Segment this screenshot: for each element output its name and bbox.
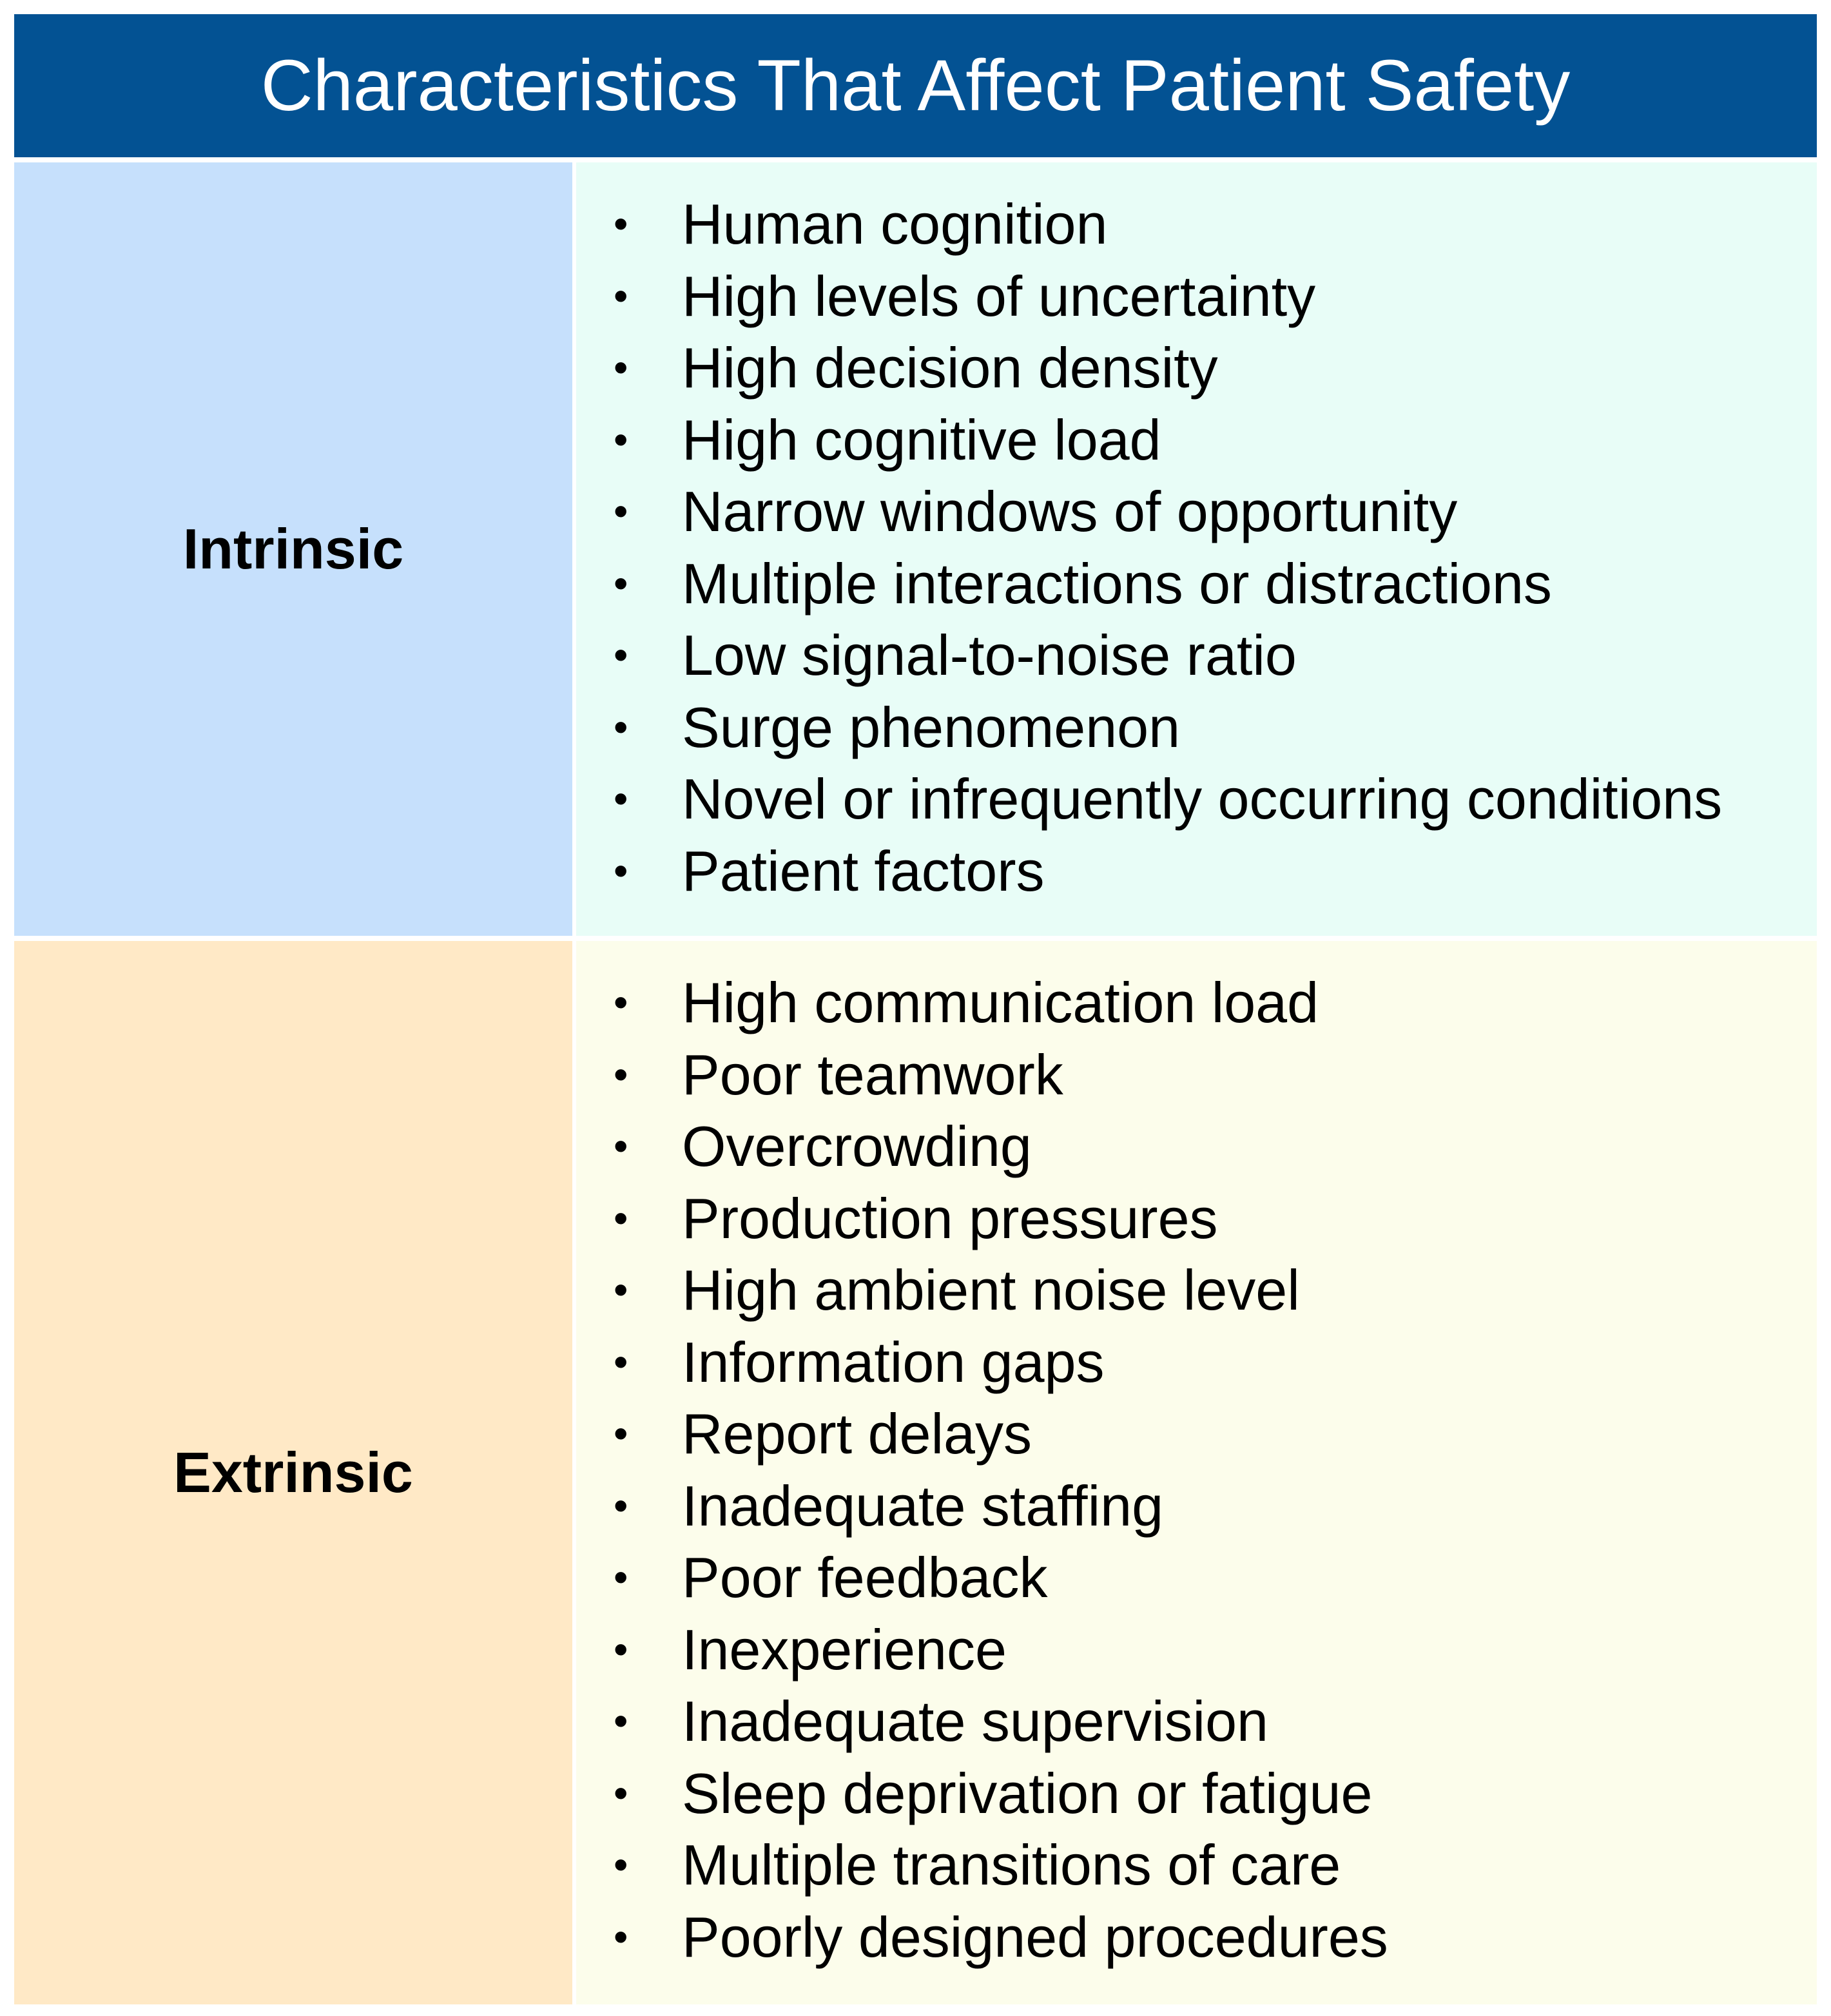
list-item-text: Production pressures [682,1186,1218,1250]
extrinsic-list: • High communication load • Poor teamwork • O… [608,967,1388,1973]
list-item-text: Surge phenomenon [682,695,1181,759]
bullet-icon: • [614,1554,628,1600]
list-item: • Production pressures [608,1183,1388,1255]
intrinsic-label: Intrinsic [182,517,404,581]
extrinsic-label-cell: Extrinsic [14,941,572,2004]
bullet-icon: • [614,1769,628,1816]
list-item: • Patient factors [608,835,1722,907]
list-item: • High communication load [608,967,1388,1039]
list-item-text: High communication load [682,971,1319,1034]
list-item: • Poor teamwork [608,1039,1388,1111]
bullet-icon: • [614,1410,628,1457]
list-item-text: Overcrowding [682,1114,1032,1178]
list-item: • Surge phenomenon [608,692,1722,764]
list-item: • Poorly designed procedures [608,1901,1388,1973]
list-item-text: Inadequate supervision [682,1689,1268,1753]
list-item-text: High cognitive load [682,407,1161,472]
list-item-text: Inadequate staffing [682,1473,1164,1538]
list-item-text: Information gaps [682,1330,1105,1394]
bullet-icon: • [614,1913,628,1960]
list-item: • Human cognition [608,188,1722,260]
bullet-icon: • [614,1123,628,1169]
bullet-icon: • [614,416,628,463]
list-item: • Narrow windows of opportunity [608,476,1722,548]
bullet-icon: • [614,775,628,822]
list-item-text: Human cognition [682,192,1108,256]
list-item-text: Multiple transitions of care [682,1833,1341,1897]
bullet-icon: • [614,200,628,247]
bullet-icon: • [614,1266,628,1313]
list-item: • High decision density [608,332,1722,404]
extrinsic-label: Extrinsic [173,1440,413,1504]
bullet-icon: • [614,703,628,750]
list-item-text: Patient factors [682,838,1045,903]
list-item-text: High decision density [682,336,1218,400]
list-item-text: Low signal-to-noise ratio [682,623,1297,687]
bullet-icon: • [614,1482,628,1529]
list-item-text: High ambient noise level [682,1258,1300,1322]
bullet-icon: • [614,1841,628,1888]
bullet-icon: • [614,1625,628,1672]
table-title: Characteristics That Affect Patient Safe… [260,45,1571,126]
bullet-icon: • [614,1338,628,1385]
list-item: • Poor feedback [608,1542,1388,1614]
bullet-icon: • [614,344,628,391]
list-item: • Information gaps [608,1326,1388,1399]
table-header: Characteristics That Affect Patient Safe… [14,14,1817,157]
list-item: • Novel or infrequently occurring conditi… [608,763,1722,835]
list-item: • Multiple interactions or distractions [608,548,1722,620]
list-item: • Low signal-to-noise ratio [608,619,1722,692]
list-item-text: Poor teamwork [682,1042,1063,1107]
list-item: • High levels of uncertainty [608,260,1722,333]
characteristics-table: Characteristics That Affect Patient Safe… [14,14,1817,2004]
list-item: • Inadequate staffing [608,1470,1388,1542]
intrinsic-label-cell: Intrinsic [14,162,572,936]
intrinsic-list: • Human cognition • High levels of uncertai… [608,188,1722,907]
list-item-text: Sleep deprivation or fatigue [682,1761,1373,1825]
list-item: • Multiple transitions of care [608,1829,1388,1901]
list-item: • Inadequate supervision [608,1685,1388,1758]
bullet-icon: • [614,1051,628,1098]
list-item-text: High levels of uncertainty [682,264,1316,328]
list-item-text: Inexperience [682,1617,1007,1682]
list-item-text: Poor feedback [682,1546,1048,1609]
extrinsic-list-cell: • High communication load • Poor teamwork • O… [576,941,1817,2004]
list-item: • Overcrowding [608,1110,1388,1183]
list-item: • High cognitive load [608,404,1722,476]
bullet-icon: • [614,847,628,894]
bullet-icon: • [614,272,628,319]
list-item-text: Novel or infrequently occurring conditio… [682,767,1723,831]
bullet-icon: • [614,979,628,1025]
intrinsic-list-cell: • Human cognition • High levels of uncertai… [576,162,1817,936]
list-item-text: Multiple interactions or distractions [682,551,1552,615]
bullet-icon: • [614,1194,628,1241]
bullet-icon: • [614,559,628,606]
bullet-icon: • [614,632,628,678]
list-item-text: Poorly designed procedures [682,1905,1388,1969]
list-item-text: Narrow windows of opportunity [682,480,1458,543]
bullet-icon: • [614,488,628,534]
list-item: • Sleep deprivation or fatigue [608,1758,1388,1830]
list-item: • High ambient noise level [608,1254,1388,1326]
list-item: • Report delays [608,1398,1388,1470]
list-item-text: Report delays [682,1402,1032,1466]
list-item: • Inexperience [608,1614,1388,1686]
bullet-icon: • [614,1698,628,1744]
